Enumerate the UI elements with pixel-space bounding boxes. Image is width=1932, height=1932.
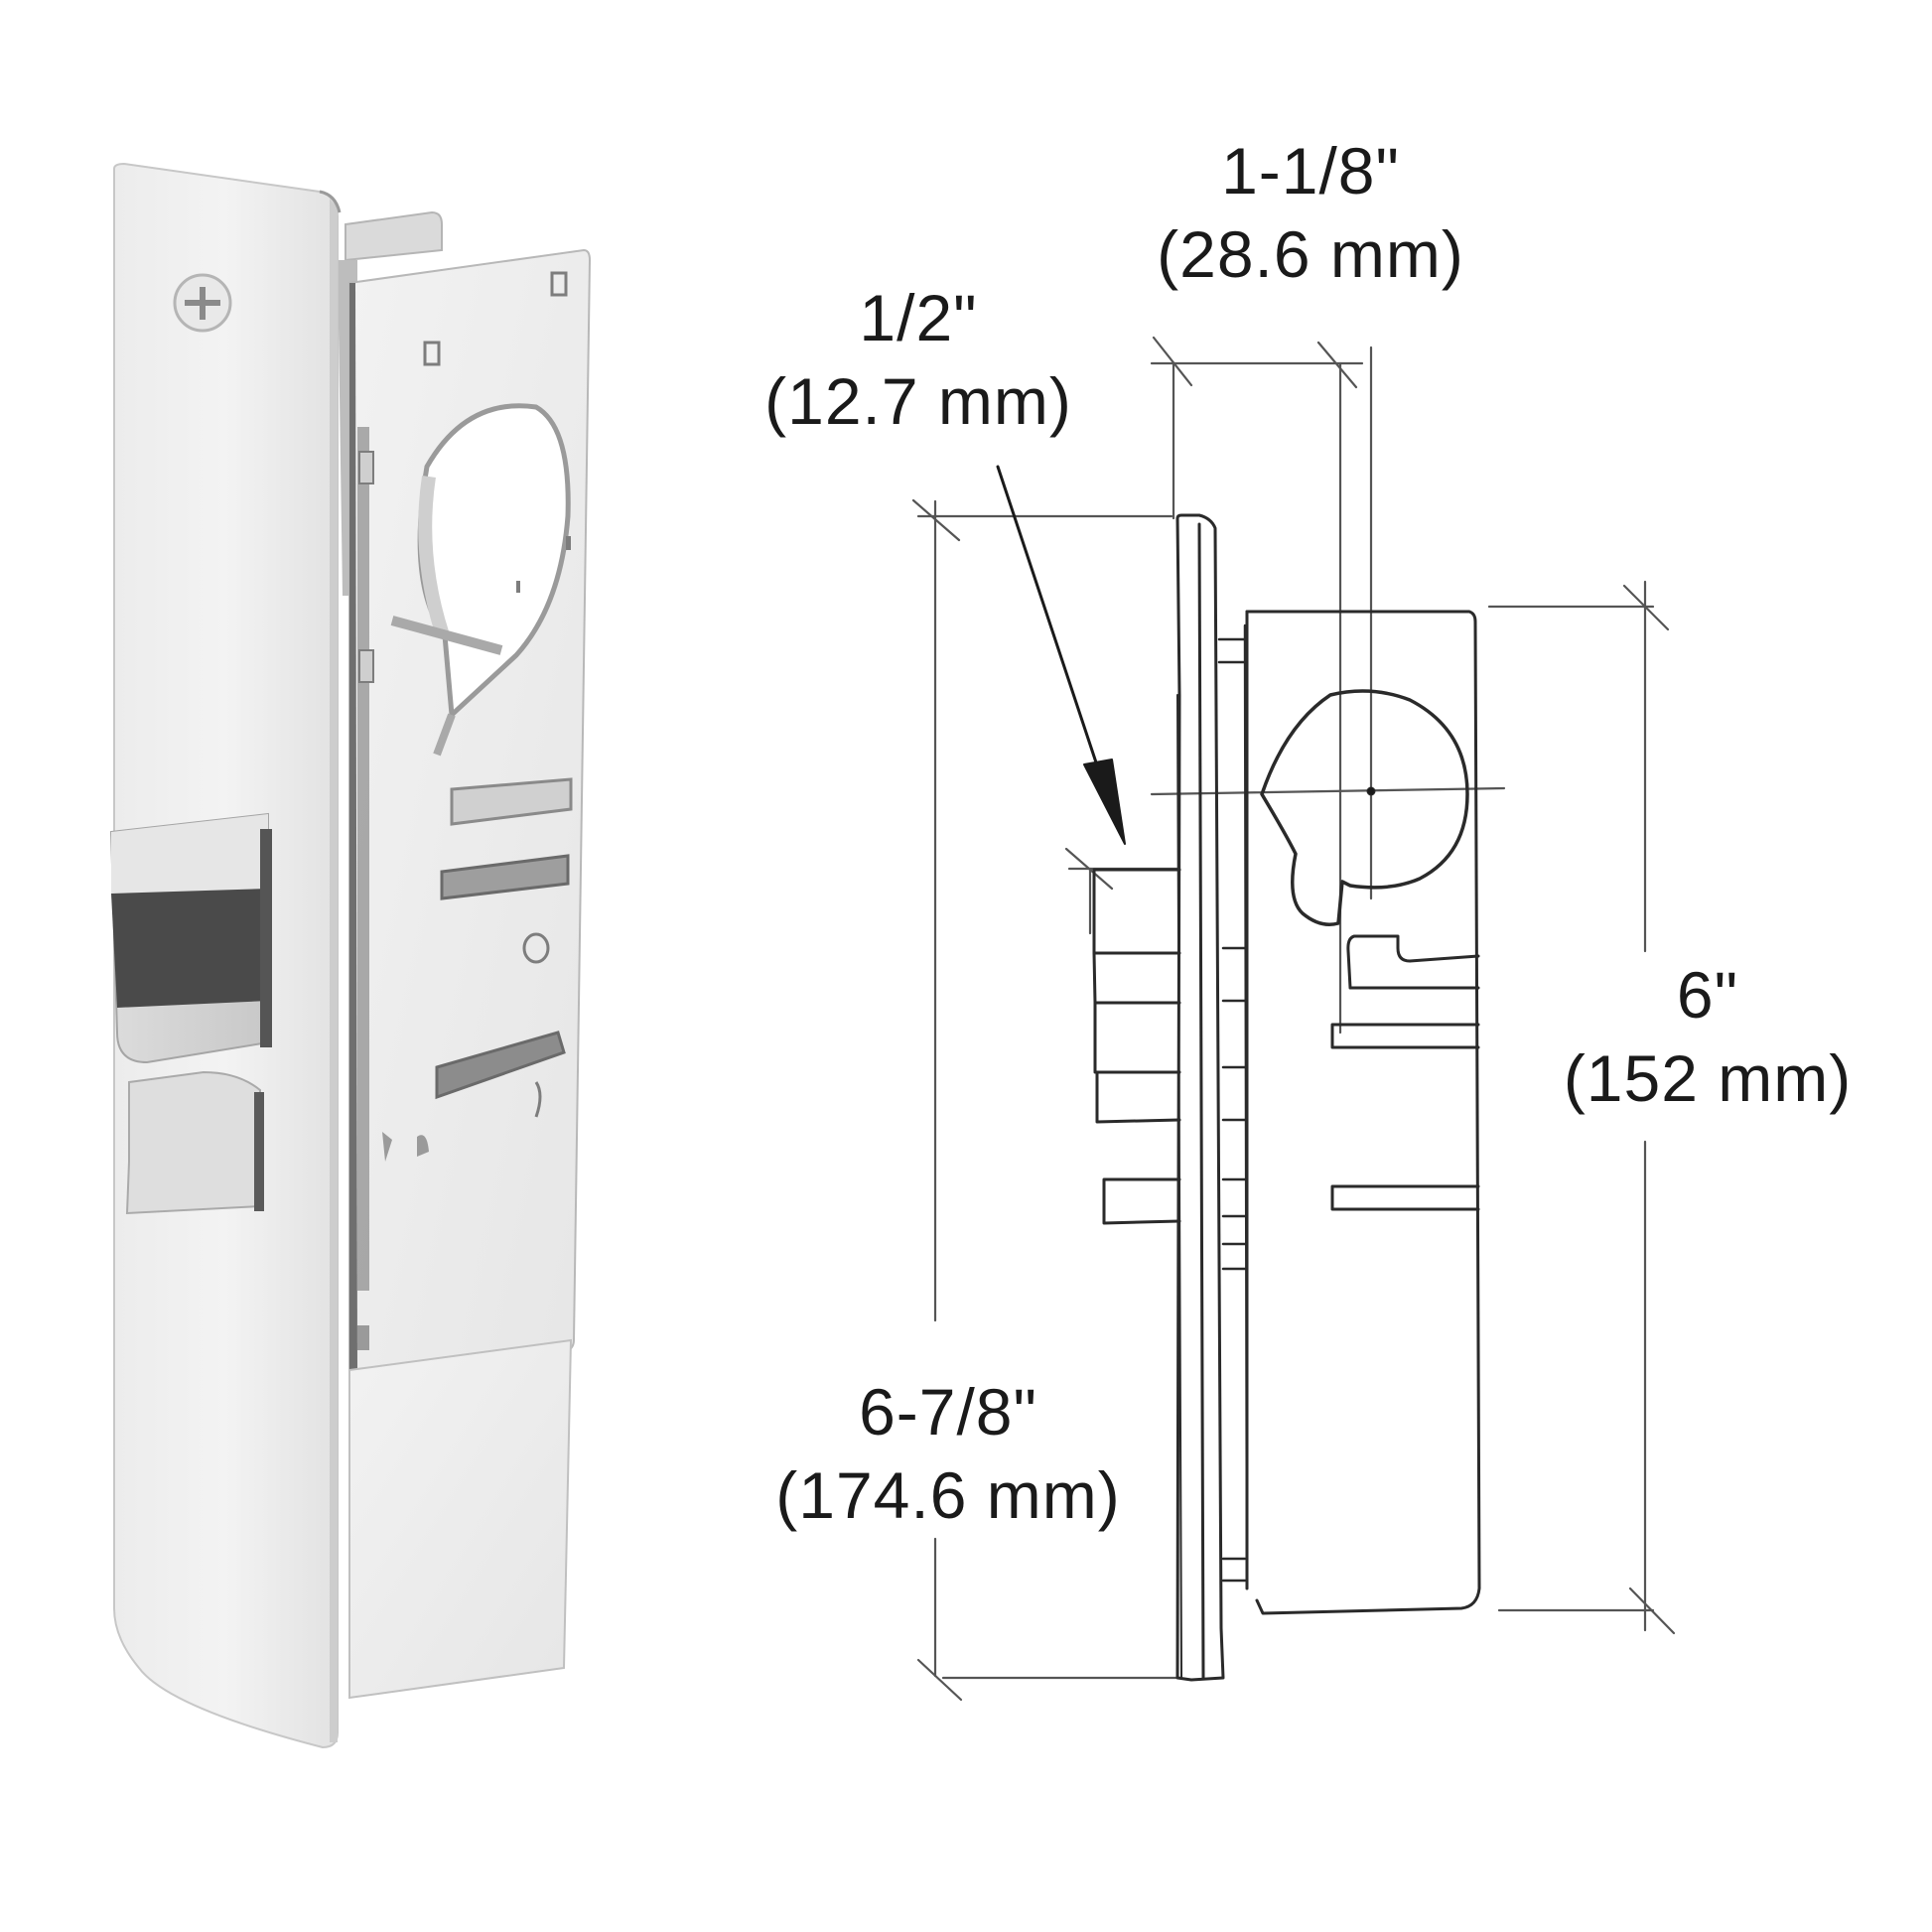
dim-faceplate-offset-imperial: 1/2": [859, 281, 978, 354]
bolt-stack: [1092, 868, 1181, 1225]
dim-faceplate-offset: 1/2" (12.7 mm): [730, 276, 1107, 443]
dim-case-depth: 1-1/8" (28.6 mm): [1122, 129, 1499, 296]
dimension-lines: [911, 336, 1676, 1702]
dim-case-height-metric: (152 mm): [1563, 1041, 1853, 1115]
dim-case-depth-imperial: 1-1/8": [1221, 134, 1400, 207]
dim-faceplate-offset-metric: (12.7 mm): [764, 364, 1072, 438]
top-screw: [173, 273, 232, 333]
case-slots: [1330, 934, 1480, 1211]
leader-arrow: [996, 465, 1126, 845]
mounting-tabs: [1217, 623, 1249, 1590]
faceplate-profile: [1175, 513, 1225, 1682]
guard-bolt: [125, 1070, 264, 1215]
dim-case-height-imperial: 6": [1676, 958, 1739, 1032]
dim-faceplate-height: 6-7/8" (174.6 mm): [740, 1370, 1157, 1537]
latch-bolt: [109, 812, 272, 1064]
dim-case-depth-metric: (28.6 mm): [1157, 217, 1464, 291]
lock-case: [348, 248, 592, 1700]
cylinder-cutout: [1260, 689, 1469, 926]
dim-faceplate-height-metric: (174.6 mm): [775, 1458, 1121, 1532]
dim-faceplate-height-imperial: 6-7/8": [859, 1375, 1037, 1449]
bolt-dark-band: [111, 889, 268, 1008]
dim-case-height: 6" (152 mm): [1529, 953, 1886, 1120]
case-outline: [1245, 610, 1481, 1615]
